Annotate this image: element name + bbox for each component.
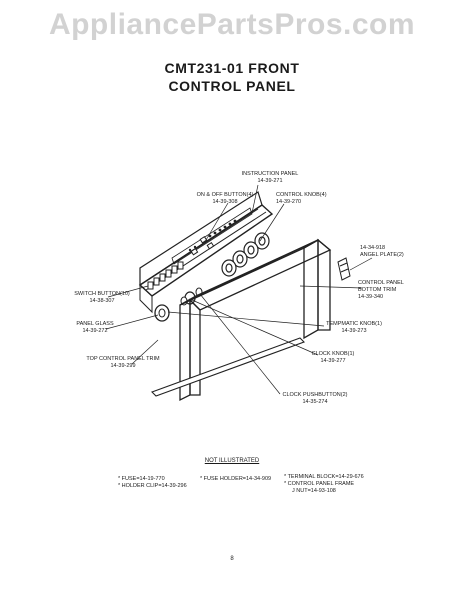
top-trim-bar xyxy=(151,337,305,397)
switch-buttons xyxy=(147,261,184,290)
label-clock-pushbutton: CLOCK PUSHBUTTON(2)14-35-274 xyxy=(282,392,348,405)
instruction-panel-strip xyxy=(171,207,253,265)
not-illustrated-heading: NOT ILLUSTRATED xyxy=(204,458,260,464)
not-illustrated-item: * HOLDER CLIP=14-39-296 xyxy=(118,483,187,489)
not-illustrated-item: * TERMINAL BLOCK=14-29-676 xyxy=(284,474,364,480)
control-knobs xyxy=(221,232,270,277)
diagram-title: CMT231-01 FRONT xyxy=(164,60,300,76)
leader-lines xyxy=(105,184,373,395)
label-tempmatic-knob: TEMPMATIC KNOB(1)14-39-273 xyxy=(326,321,382,334)
not-illustrated-item: * FUSE=14-19-770 xyxy=(118,476,165,482)
label-clock-knob: CLOCK KNOB(1)14-39-277 xyxy=(311,351,355,364)
label-on-off-button: ON & OFF BUTTON(4)14-39-308 xyxy=(196,192,254,205)
watermark: AppliancePartsPros.com xyxy=(48,8,416,41)
page-number: 8 xyxy=(230,556,234,562)
not-illustrated-item: J NUT=14-93-108 xyxy=(292,488,336,494)
label-control-knob: CONTROL KNOB(4)14-39-270 xyxy=(276,192,327,205)
angel-plate xyxy=(337,257,351,281)
control-panel-frame xyxy=(179,238,332,402)
on-off-buttons xyxy=(190,235,215,256)
diagram-subtitle: CONTROL PANEL xyxy=(168,78,296,94)
control-panel-top-face xyxy=(139,191,263,287)
label-switch-button: SWITCH BUTTON(10)14-38-307 xyxy=(74,291,130,304)
control-panel-front-face xyxy=(139,283,153,314)
not-illustrated-item: * CONTROL PANEL FRAME xyxy=(284,481,355,487)
instruction-panel-dots xyxy=(188,219,237,252)
not-illustrated-item: * FUSE HOLDER=14-34-909 xyxy=(200,476,272,482)
